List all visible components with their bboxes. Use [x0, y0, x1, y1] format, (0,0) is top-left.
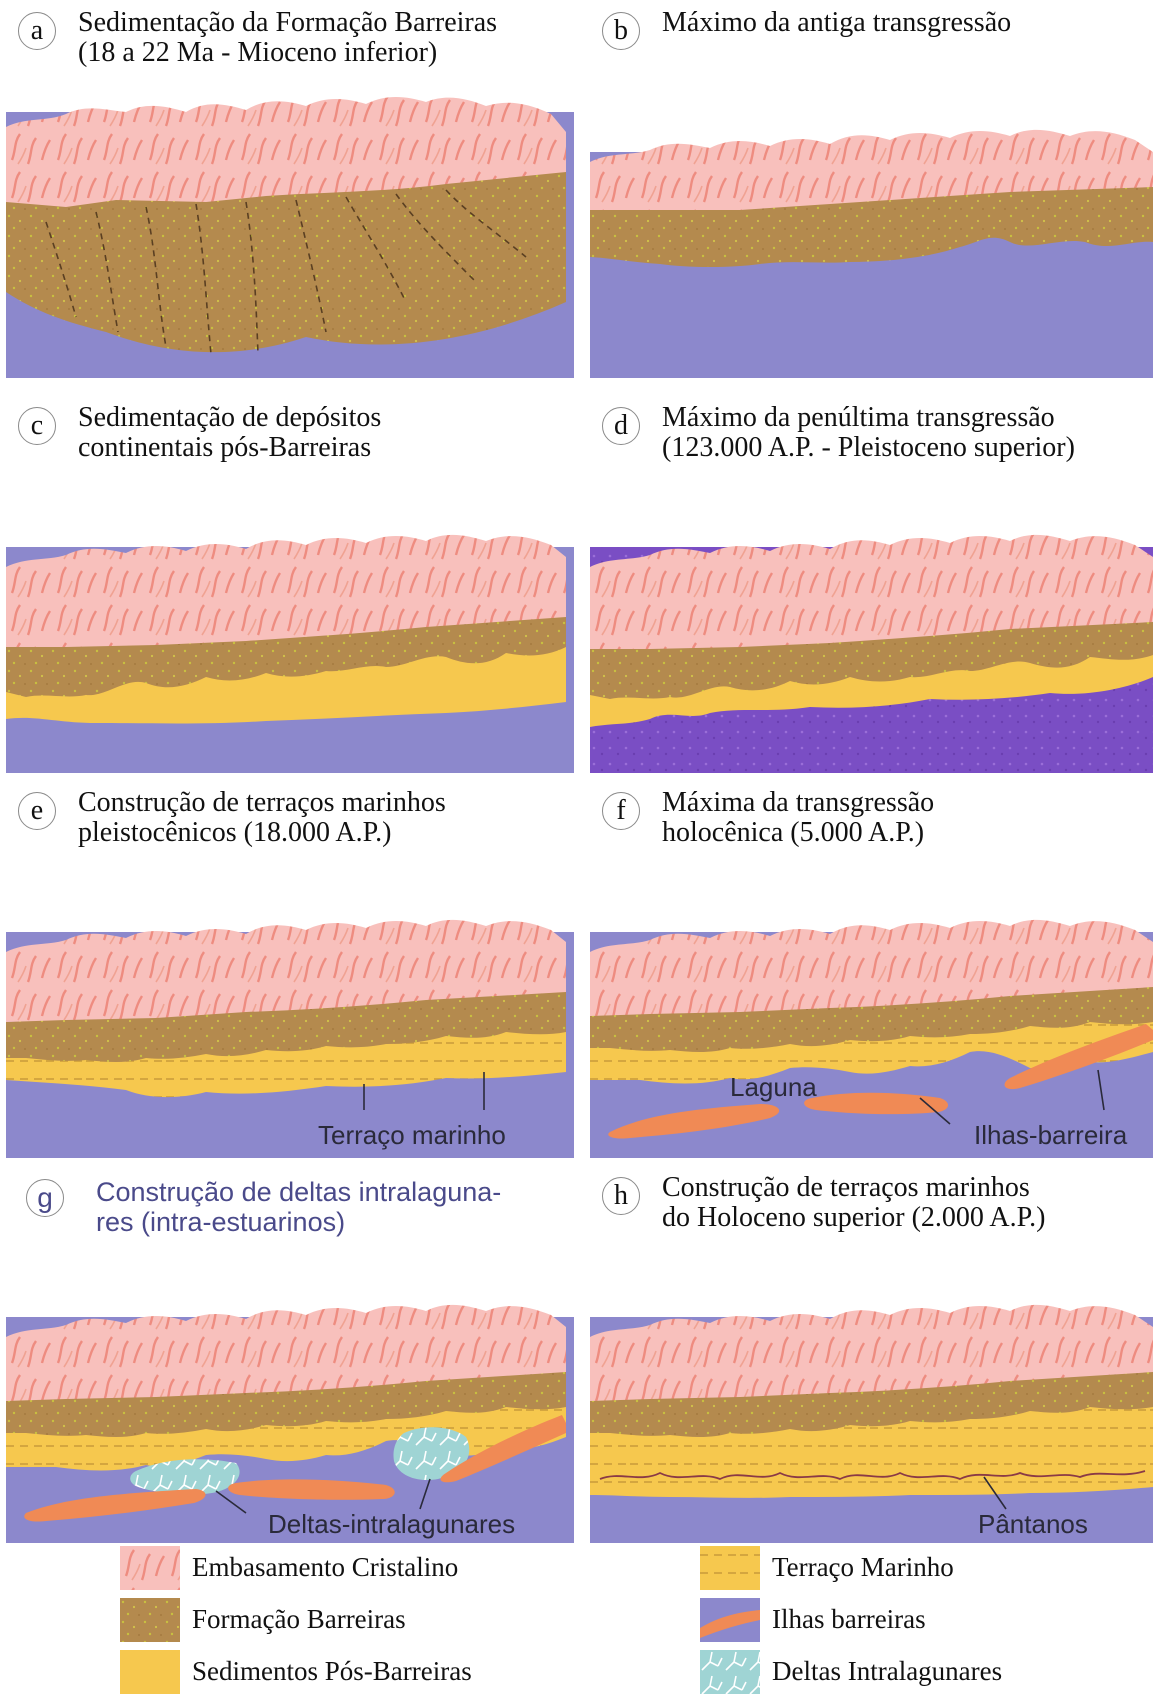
barreiras-formation-swatch	[120, 1598, 180, 1642]
panel-title: Construção de deltas intralaguna- res (i…	[96, 1177, 586, 1237]
panel-title-line2: do Holoceno superior (2.000 A.P.)	[662, 1203, 1152, 1233]
barrier-islands-swatch	[700, 1598, 760, 1642]
panel-title-line2: continentais pós-Barreiras	[78, 433, 568, 463]
panel-letter-badge: f	[602, 792, 640, 830]
legend-label: Sedimentos Pós-Barreiras	[192, 1654, 472, 1688]
panel-title-line1: Construção de terraços marinhos	[78, 788, 568, 818]
callout-laguna: Laguna	[730, 1072, 817, 1102]
panel-header: f Máxima da transgressão holocênica (5.0…	[590, 780, 1153, 870]
panel-title-line2: (18 a 22 Ma - Mioceno inferior)	[78, 38, 568, 68]
callout-deltas-intralagunares: Deltas-intralagunares	[268, 1509, 515, 1539]
scene-c	[6, 487, 574, 773]
panel-header: g Construção de deltas intralaguna- res …	[6, 1165, 574, 1255]
panel-g: g Construção de deltas intralaguna- res …	[6, 1165, 574, 1550]
scene-h: Pântanos	[590, 1257, 1153, 1543]
panel-letter-badge: g	[26, 1179, 64, 1217]
sky	[590, 1257, 1153, 1317]
panel-title: Sedimentação de depósitos continentais p…	[78, 403, 568, 463]
scene-d	[590, 487, 1153, 773]
panel-letter-badge: c	[18, 407, 56, 445]
sky	[6, 487, 574, 547]
legend-label: Embasamento Cristalino	[192, 1550, 458, 1584]
panel-letter-badge: e	[18, 792, 56, 830]
post-barreiras-sediments-swatch	[120, 1650, 180, 1694]
panel-title: Construção de terraços marinhos do Holoc…	[662, 1173, 1152, 1233]
panel-title: Máxima da transgressão holocênica (5.000…	[662, 788, 1152, 848]
scene-e: Terraço marinho	[6, 872, 574, 1158]
panel-title: Máximo da antiga transgressão	[662, 8, 1152, 38]
panel-title-line2: holocênica (5.000 A.P.)	[662, 818, 1152, 848]
legend-label: Terraço Marinho	[772, 1550, 954, 1584]
panel-letter-badge: d	[602, 407, 640, 445]
legend-label: Deltas Intralagunares	[772, 1654, 1002, 1688]
panel-letter-badge: h	[602, 1177, 640, 1215]
panel-b: b Máximo da antiga transgressão	[590, 0, 1153, 385]
callout-pantanos: Pântanos	[978, 1509, 1088, 1539]
panel-header: h Construção de terraços marinhos do Hol…	[590, 1165, 1153, 1255]
scene-b	[590, 92, 1153, 378]
panel-title: Construção de terraços marinhos pleistoc…	[78, 788, 568, 848]
sky	[590, 487, 1153, 547]
legend-label: Ilhas barreiras	[772, 1602, 926, 1636]
panel-title-line1: Construção de deltas intralaguna-	[96, 1177, 586, 1207]
sky	[590, 872, 1153, 932]
panel-title-line1: Sedimentação de depósitos	[78, 403, 568, 433]
panel-title-line2: (123.000 A.P. - Pleistoceno superior)	[662, 433, 1152, 463]
panel-header: b Máximo da antiga transgressão	[590, 0, 1153, 90]
panel-header: e Construção de terraços marinhos pleist…	[6, 780, 574, 870]
panel-title: Sedimentação da Formação Barreiras (18 a…	[78, 8, 568, 68]
panel-title-line1: Máxima da transgressão	[662, 788, 1152, 818]
panel-c: c Sedimentação de depósitos continentais…	[6, 395, 574, 780]
panel-e: e Construção de terraços marinhos pleist…	[6, 780, 574, 1165]
panel-h: h Construção de terraços marinhos do Hol…	[590, 1165, 1153, 1550]
sky	[6, 872, 574, 932]
intralagoonal-deltas-swatch	[700, 1650, 760, 1694]
legend-label: Formação Barreiras	[192, 1602, 406, 1636]
panel-title-line1: Sedimentação da Formação Barreiras	[78, 8, 568, 38]
panel-title-line1: Construção de terraços marinhos	[662, 1173, 1152, 1203]
panel-header: c Sedimentação de depósitos continentais…	[6, 395, 574, 485]
panel-f: f Máxima da transgressão holocênica (5.0…	[590, 780, 1153, 1165]
panel-letter-badge: b	[602, 12, 640, 50]
legend: Embasamento Cristalino Terraço Marinho F…	[0, 1540, 1153, 1700]
scene-g: Deltas-intralagunares	[6, 1257, 574, 1543]
marine-terrace-swatch	[700, 1546, 760, 1590]
callout-ilhas-barreira: Ilhas-barreira	[974, 1120, 1128, 1150]
scene-a	[6, 92, 574, 378]
panel-letter-badge: a	[18, 12, 56, 50]
panel-title-line1: Máximo da antiga transgressão	[662, 8, 1152, 38]
crystalline-basement-swatch	[120, 1546, 180, 1590]
panel-title-line2: res (intra-estuarinos)	[96, 1207, 586, 1237]
panel-d: d Máximo da penúltima transgressão (123.…	[590, 395, 1153, 780]
callout-terraco-marinho: Terraço marinho	[318, 1120, 506, 1150]
panel-title-line1: Máximo da penúltima transgressão	[662, 403, 1152, 433]
panel-title: Máximo da penúltima transgressão (123.00…	[662, 403, 1152, 463]
sky	[6, 1257, 574, 1317]
panel-a: a Sedimentação da Formação Barreiras (18…	[6, 0, 574, 385]
panel-title-line2: pleistocênicos (18.000 A.P.)	[78, 818, 568, 848]
panel-header: d Máximo da penúltima transgressão (123.…	[590, 395, 1153, 485]
panel-header: a Sedimentação da Formação Barreiras (18…	[6, 0, 574, 90]
scene-f: Laguna Ilhas-barreira	[590, 872, 1153, 1158]
